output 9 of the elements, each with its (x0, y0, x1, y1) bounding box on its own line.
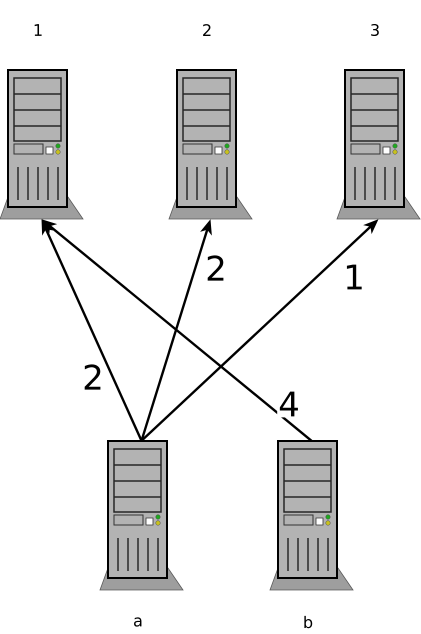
edge-label: 4 (277, 390, 301, 418)
server-label: 3 (371, 24, 379, 36)
server-label: b (304, 616, 312, 628)
edge-label: 1 (342, 264, 366, 290)
edge-label: 2 (204, 254, 228, 282)
edge-label: 2 (81, 363, 105, 391)
server-label: 1 (34, 24, 42, 36)
server-label: a (134, 617, 142, 627)
server-label: 2 (203, 24, 210, 36)
